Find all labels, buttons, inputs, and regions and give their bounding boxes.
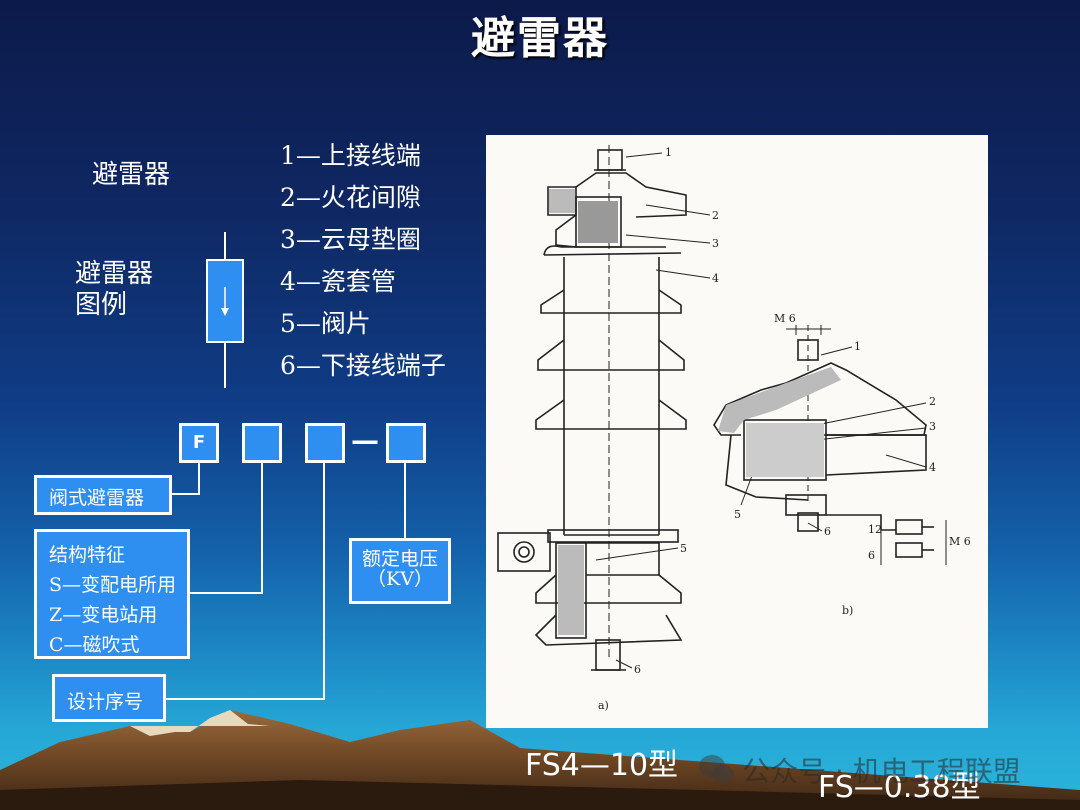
figure-label-b: b)	[842, 604, 853, 617]
valve-arrester-label: 阀式避雷器	[34, 475, 172, 515]
arrester-symbol	[206, 232, 244, 388]
connector-structure-h	[188, 592, 263, 594]
dim-m6-side: M 6	[949, 535, 971, 548]
technical-drawing-panel: 1 2 3 4 5 6 a) 1 2 3 4 5 6 b) M 6 12 6 M…	[486, 135, 988, 728]
dim-12: 12	[868, 523, 882, 536]
legend-item-3: 3—云母垫圈	[280, 225, 421, 254]
figure-label-a: a)	[598, 699, 609, 712]
callout-b-4: 4	[929, 461, 936, 474]
callout-b-5: 5	[734, 508, 741, 521]
design-serial-label: 设计序号	[52, 674, 166, 722]
symbol-label-line2: 图例	[75, 290, 128, 320]
code-box-voltage	[386, 423, 426, 463]
connector-f	[198, 462, 200, 494]
code-box-structure	[242, 423, 282, 463]
structure-line-c: C—磁吹式	[49, 634, 140, 656]
rated-voltage-line2: （KV）	[367, 568, 433, 590]
model-caption-b: FS—0.38型	[818, 770, 981, 805]
code-dash: —	[351, 424, 379, 457]
callout-a-5: 5	[680, 542, 687, 555]
model-caption-a: FS4—10型	[525, 748, 679, 783]
callout-a-2: 2	[712, 209, 719, 222]
callout-a-4: 4	[712, 272, 719, 285]
callout-b-6: 6	[824, 525, 831, 538]
wechat-icon	[699, 755, 734, 783]
rated-voltage-box: 额定电压 （KV）	[349, 538, 451, 604]
connector-voltage	[404, 462, 406, 540]
structure-feature-box: 结构特征 S—变配电所用 Z—变电站用 C—磁吹式	[34, 529, 190, 659]
connector-design	[323, 462, 325, 700]
callout-a-6: 6	[634, 663, 641, 676]
legend-item-1: 1—上接线端	[280, 141, 421, 170]
legend-item-4: 4—瓷套管	[280, 267, 396, 296]
watermark-text: 公众号 · 机电工程联盟	[742, 755, 1021, 788]
structure-title: 结构特征	[49, 544, 126, 566]
code-box-design	[305, 423, 345, 463]
connector-design-h	[166, 698, 325, 700]
code-box-f: F	[179, 423, 219, 463]
mountain-background	[0, 710, 1080, 810]
page-title: 避雷器	[471, 13, 609, 64]
structure-line-s: S—变配电所用	[49, 574, 177, 596]
legend-item-6: 6—下接线端子	[280, 351, 446, 380]
callout-a-1: 1	[665, 146, 672, 159]
legend-item-2: 2—火花间隙	[280, 183, 421, 212]
legend-item-5: 5—阀片	[280, 309, 371, 338]
callout-a-3: 3	[712, 237, 719, 250]
connector-structure	[261, 462, 263, 594]
connector-f-h	[170, 493, 200, 495]
callout-b-2: 2	[929, 395, 936, 408]
dim-m6-top: M 6	[774, 312, 796, 325]
callout-b-1: 1	[854, 340, 861, 353]
symbol-label-line1: 避雷器	[75, 259, 154, 289]
rated-voltage-line1: 额定电压	[361, 548, 438, 570]
dim-6: 6	[868, 549, 875, 562]
callout-b-3: 3	[929, 420, 936, 433]
arrester-cross-section-drawing: 1 2 3 4 5 6 a) 1 2 3 4 5 6 b) M 6 12 6 M…	[497, 145, 971, 712]
arrester-label: 避雷器	[92, 160, 171, 190]
structure-line-z: Z—变电站用	[49, 604, 158, 626]
